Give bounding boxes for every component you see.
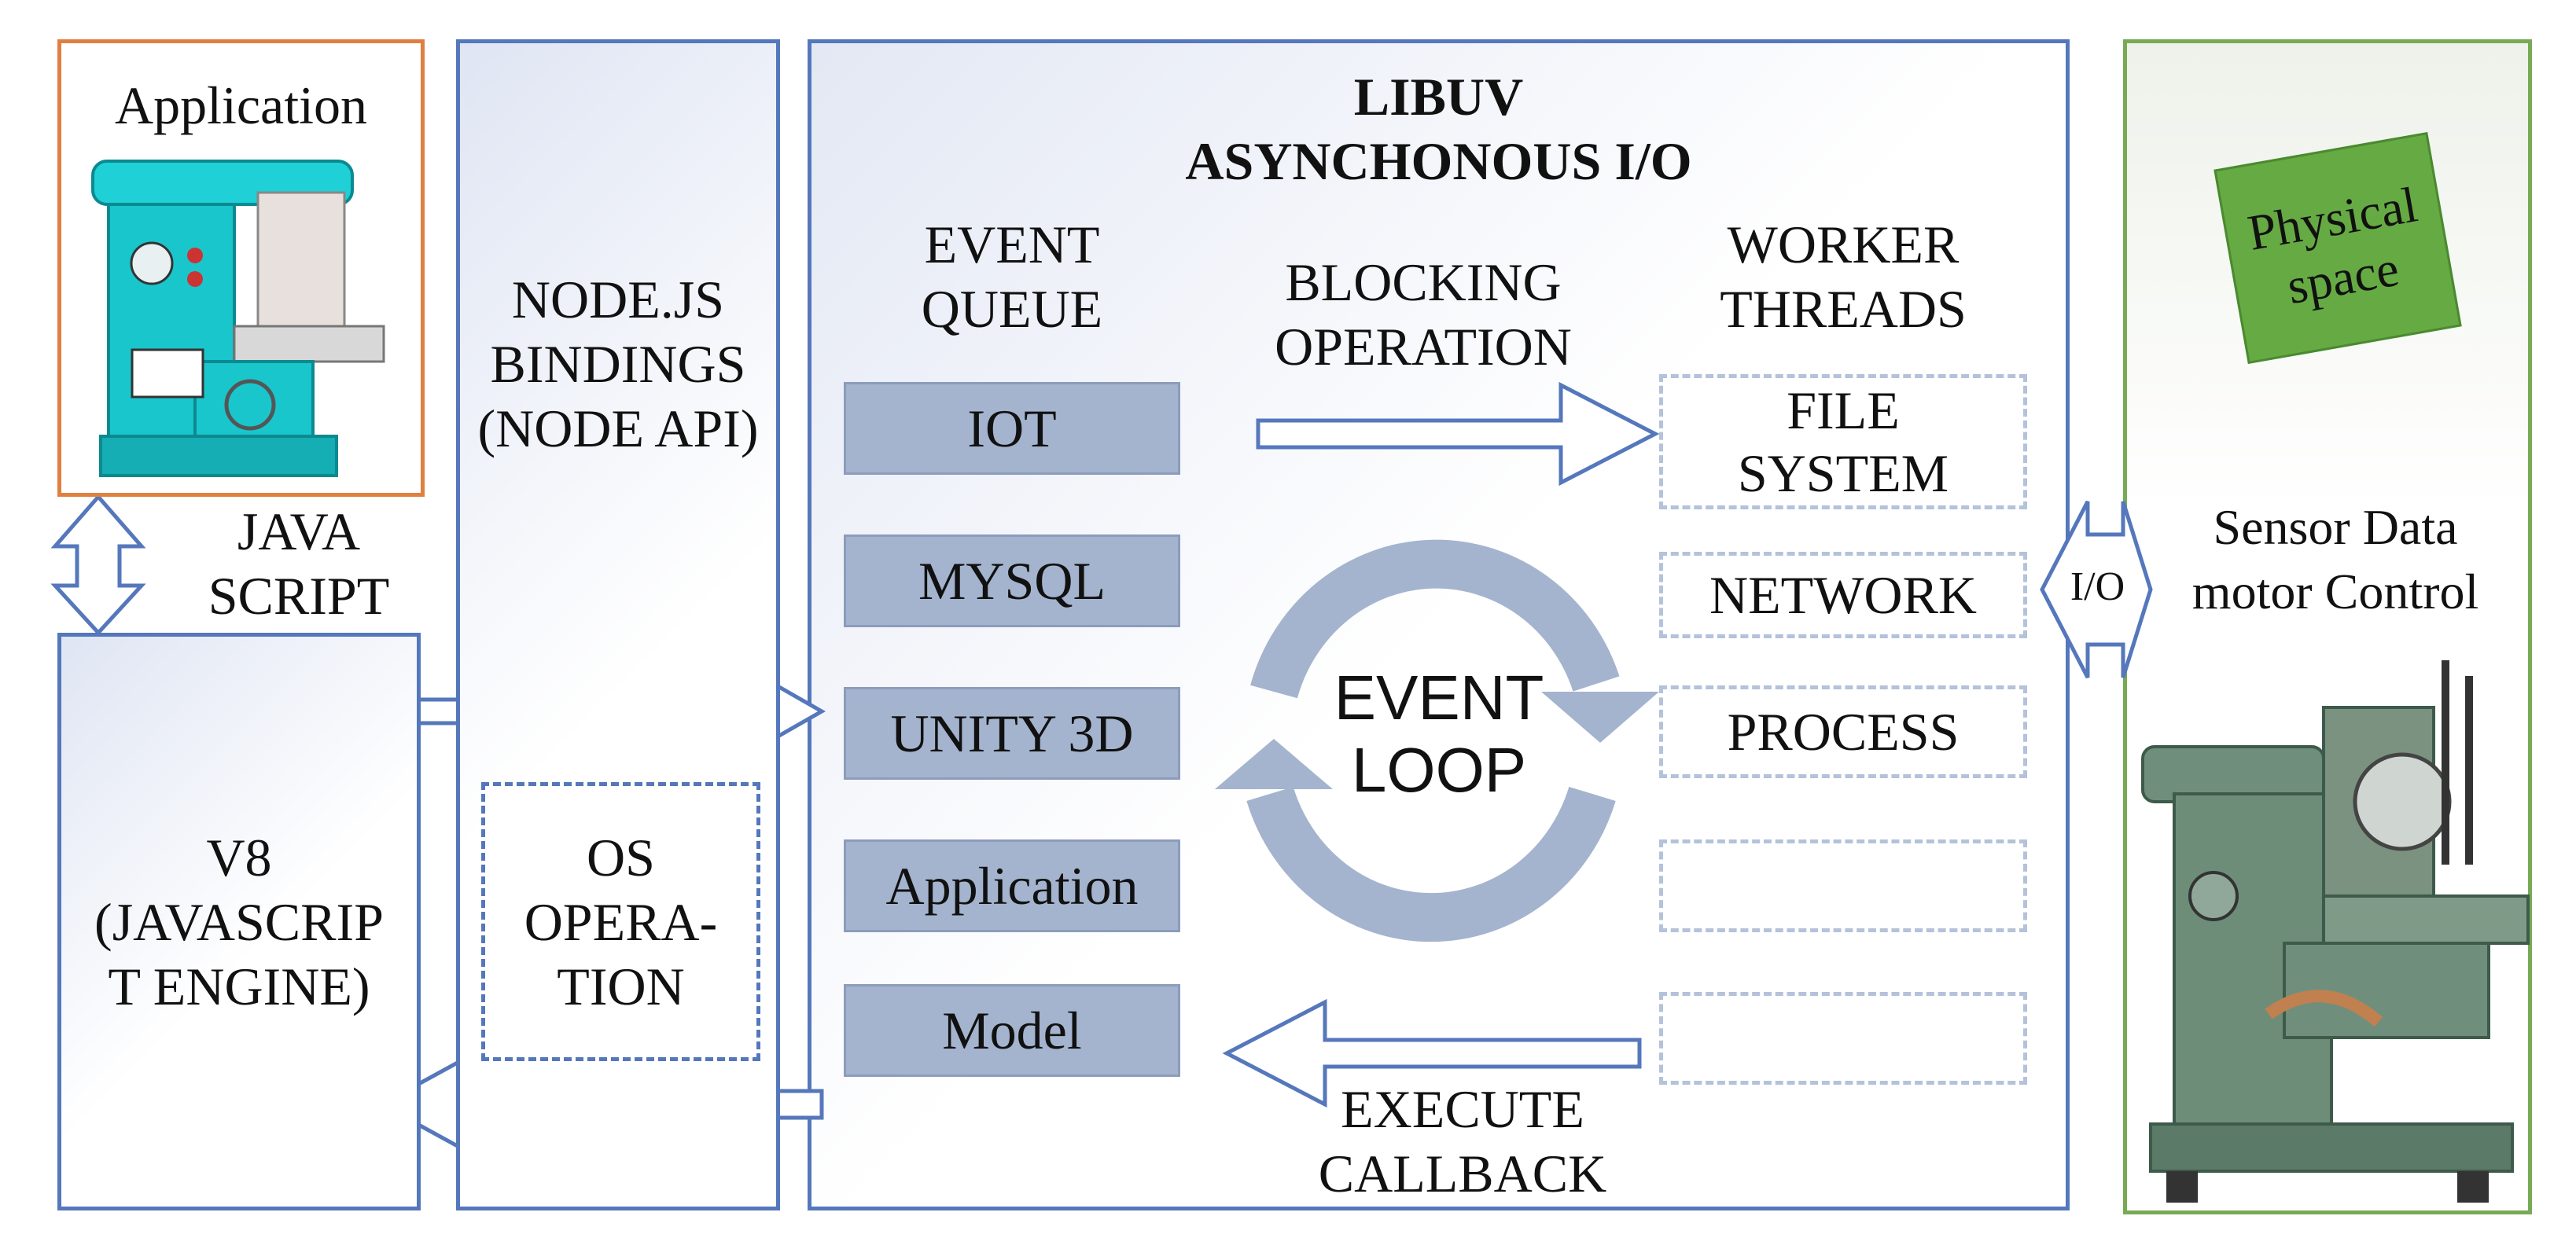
event-queue-header: EVENT QUEUE <box>921 215 1103 339</box>
libuv-title: LIBUV ASYNCHONOUS I/O <box>1185 67 1692 191</box>
queue-item-iot: IOT <box>844 382 1180 475</box>
physical-space-label: Physical space <box>2214 131 2462 365</box>
node-bindings-panel: NODE.JS BINDINGS (NODE API) OS OPERA- TI… <box>456 39 780 1210</box>
execute-callback-label: EXECUTE CALLBACK <box>1318 1079 1607 1203</box>
queue-item-application: Application <box>844 839 1180 932</box>
worker-item-empty-2 <box>1659 992 2027 1085</box>
physical-milling-machine-image <box>2141 660 2530 1203</box>
execute-callback-arrow <box>1222 998 1642 1108</box>
queue-item-unity-3d: UNITY 3D <box>844 687 1180 780</box>
node-bindings-label: NODE.JS BINDINGS (NODE API) <box>477 270 759 458</box>
worker-threads-header: WORKER THREADS <box>1720 215 1967 339</box>
worker-item-empty-1 <box>1659 839 2027 932</box>
blocking-operation-label: BLOCKING OPERATION <box>1275 252 1572 377</box>
os-operation-label: OS OPERA- TION <box>524 828 718 1016</box>
application-panel: Application <box>57 39 425 497</box>
milling-machine-cad-image <box>91 160 385 477</box>
event-loop-ring <box>1215 539 1659 942</box>
application-label: Application <box>114 75 368 135</box>
event-loop-label: EVENT LOOP <box>1334 663 1544 805</box>
blocking-operation-arrow <box>1256 381 1660 487</box>
worker-item-network: NETWORK <box>1659 552 2027 638</box>
javascript-label: JAVA SCRIPT <box>208 501 390 626</box>
io-double-arrow <box>2040 500 2153 679</box>
sensor-data-label: Sensor Data motor Control <box>2191 499 2479 619</box>
io-label: I/O <box>2070 564 2125 609</box>
v8-panel: V8 (JAVASCRIP T ENGINE) <box>57 633 421 1210</box>
v8-label: V8 (JAVASCRIP T ENGINE) <box>94 828 384 1016</box>
queue-item-mysql: MYSQL <box>844 534 1180 627</box>
os-operation-box: OS OPERA- TION <box>481 782 760 1061</box>
app-v8-double-arrow <box>50 494 146 636</box>
worker-item-process: PROCESS <box>1659 685 2027 778</box>
queue-item-model: Model <box>844 984 1180 1077</box>
